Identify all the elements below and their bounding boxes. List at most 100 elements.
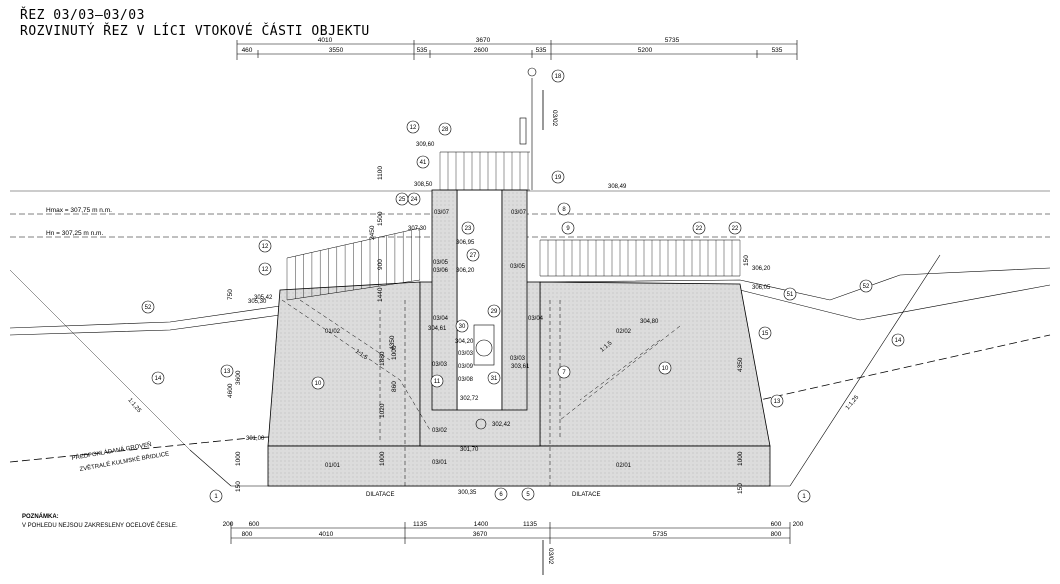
callout-label: 18 xyxy=(555,74,562,80)
callout-circle xyxy=(557,365,571,379)
elev-306-05: 306,05 xyxy=(752,285,771,291)
dim-bot-4010: 4010 xyxy=(319,531,334,538)
callout-label: 12 xyxy=(410,125,417,131)
drawing-title: ŘEZ 03/03–03/03 xyxy=(20,8,145,23)
zone-01-01: 01/01 xyxy=(325,463,341,469)
vdim-1000d: 1000 xyxy=(737,451,744,466)
bottom-dimension-chain xyxy=(230,522,791,544)
callout-circle xyxy=(891,333,905,347)
zone-labels: 01/02 02/02 01/01 02/01 03/01 03/02 03/0… xyxy=(325,210,632,469)
dim-top-535b: 535 xyxy=(536,47,547,54)
callout-circle xyxy=(487,371,501,385)
zone-03-08: 03/08 xyxy=(458,377,474,383)
dim-top-5200: 5200 xyxy=(638,47,653,54)
slope-right: 1:1,25 xyxy=(845,394,861,411)
dilatace-right: DILATACE xyxy=(572,492,600,498)
vdim-1000b: 1000 xyxy=(235,451,242,466)
zone-02-02: 02/02 xyxy=(616,329,632,335)
vdim-4350a: 4350 xyxy=(389,335,396,350)
callout-circle xyxy=(728,221,742,235)
vdim-860: 860 xyxy=(391,381,398,392)
dim-bot-3670: 3670 xyxy=(473,531,488,538)
elevation-labels: 309,60 308,50 307,30 306,95 306,20 306,2… xyxy=(246,142,771,496)
vdim-4350b: 4350 xyxy=(737,357,744,372)
callout-label: 12 xyxy=(262,244,269,250)
hmax-label: Hmax = 307,75 m n.m. xyxy=(46,207,112,214)
vdim-1020: 1020 xyxy=(379,403,386,418)
zone-03-02: 03/02 xyxy=(432,428,448,434)
zone-03-06: 03/06 xyxy=(433,268,449,274)
water-levels xyxy=(10,190,1050,238)
elev-306-20a: 306,20 xyxy=(456,268,475,274)
vdim-1000c: 1000 xyxy=(379,451,386,466)
callout-label: 25 xyxy=(399,197,406,203)
elev-305-42: 305,42 xyxy=(254,295,273,301)
railing-posts xyxy=(286,152,741,300)
callout-circle xyxy=(430,374,444,388)
dim-bot-600b: 600 xyxy=(771,521,782,528)
dim-bot-5735: 5735 xyxy=(653,531,668,538)
callout-circle xyxy=(406,120,420,134)
vdim-150b: 150 xyxy=(235,481,242,492)
bottom-dim-labels: 200 600 1135 1400 1135 600 200 800 4010 … xyxy=(223,521,804,538)
callout-label: 13 xyxy=(224,369,231,375)
callout-label: 30 xyxy=(459,324,466,330)
callout-label: 8 xyxy=(562,207,566,213)
callout-circle xyxy=(658,361,672,375)
callout-circle xyxy=(438,122,452,136)
vdim-750: 750 xyxy=(227,289,234,300)
callout-circle xyxy=(859,279,873,293)
callout-label: 13 xyxy=(774,399,781,405)
callout-circle xyxy=(521,487,535,501)
callout-label: 52 xyxy=(863,284,870,290)
vdim-150: 150 xyxy=(743,255,750,266)
note-title: POZNÁMKA: xyxy=(22,514,59,520)
elev-300-35: 300,35 xyxy=(458,490,477,496)
elev-301-00: 301,00 xyxy=(246,436,265,442)
callout-label: 12 xyxy=(262,267,269,273)
dim-bot-200b: 200 xyxy=(793,521,804,528)
callout-circle xyxy=(407,192,421,206)
elev-304-20: 304,20 xyxy=(455,339,474,345)
elev-307-30a: 307,30 xyxy=(408,226,427,232)
vdim-3600: 3600 xyxy=(235,370,242,385)
elev-304-80: 304,80 xyxy=(640,319,659,325)
zone-02-01: 02/01 xyxy=(616,463,632,469)
callout-label: 9 xyxy=(566,226,570,232)
dim-top-460: 460 xyxy=(242,47,253,54)
dim-top-4010: 4010 xyxy=(318,37,333,44)
zone-03-04: 03/04 xyxy=(528,316,544,322)
vdim-4600: 4600 xyxy=(227,383,234,398)
callout-label: 1 xyxy=(214,494,218,500)
callout-label: 28 xyxy=(442,127,449,133)
vertical-dims: 1100 1500 2450 900 150 750 3600 4600 144… xyxy=(227,166,750,494)
callout-label: 41 xyxy=(420,160,427,166)
elev-306-20b: 306,20 xyxy=(752,266,771,272)
zone-03-05: 03/05 xyxy=(433,260,449,266)
section-mark-bottom: 03/02 xyxy=(547,548,554,565)
dim-bot-1400: 1400 xyxy=(474,521,489,528)
callout-circle xyxy=(455,319,469,333)
zone-03-01: 03/01 xyxy=(432,460,448,466)
elev-304-61: 304,61 xyxy=(428,326,447,332)
callout-circle xyxy=(466,248,480,262)
callout-label: 14 xyxy=(155,376,162,382)
callout-circle xyxy=(258,262,272,276)
callout-label: 29 xyxy=(491,309,498,315)
concrete-block xyxy=(267,189,771,487)
vdim-1880: 1880 xyxy=(379,351,386,366)
note-body: V POHLEDU NEJSOU ZAKRESLENY OCELOVÉ ČESL… xyxy=(22,523,178,529)
vdim-1100: 1100 xyxy=(377,166,384,180)
elev-309-60: 309,60 xyxy=(416,142,435,148)
callout-label: 51 xyxy=(787,292,794,298)
callout-label: 5 xyxy=(526,492,530,498)
vdim-900: 900 xyxy=(377,259,384,270)
dim-top-3550: 3550 xyxy=(329,47,344,54)
gate-mechanism xyxy=(473,324,495,430)
vdim-1440: 1440 xyxy=(377,287,384,302)
callout-circle xyxy=(258,239,272,253)
callout-label: 22 xyxy=(696,226,703,232)
vdim-1500: 1500 xyxy=(377,211,384,226)
dim-top-3670: 3670 xyxy=(476,37,491,44)
